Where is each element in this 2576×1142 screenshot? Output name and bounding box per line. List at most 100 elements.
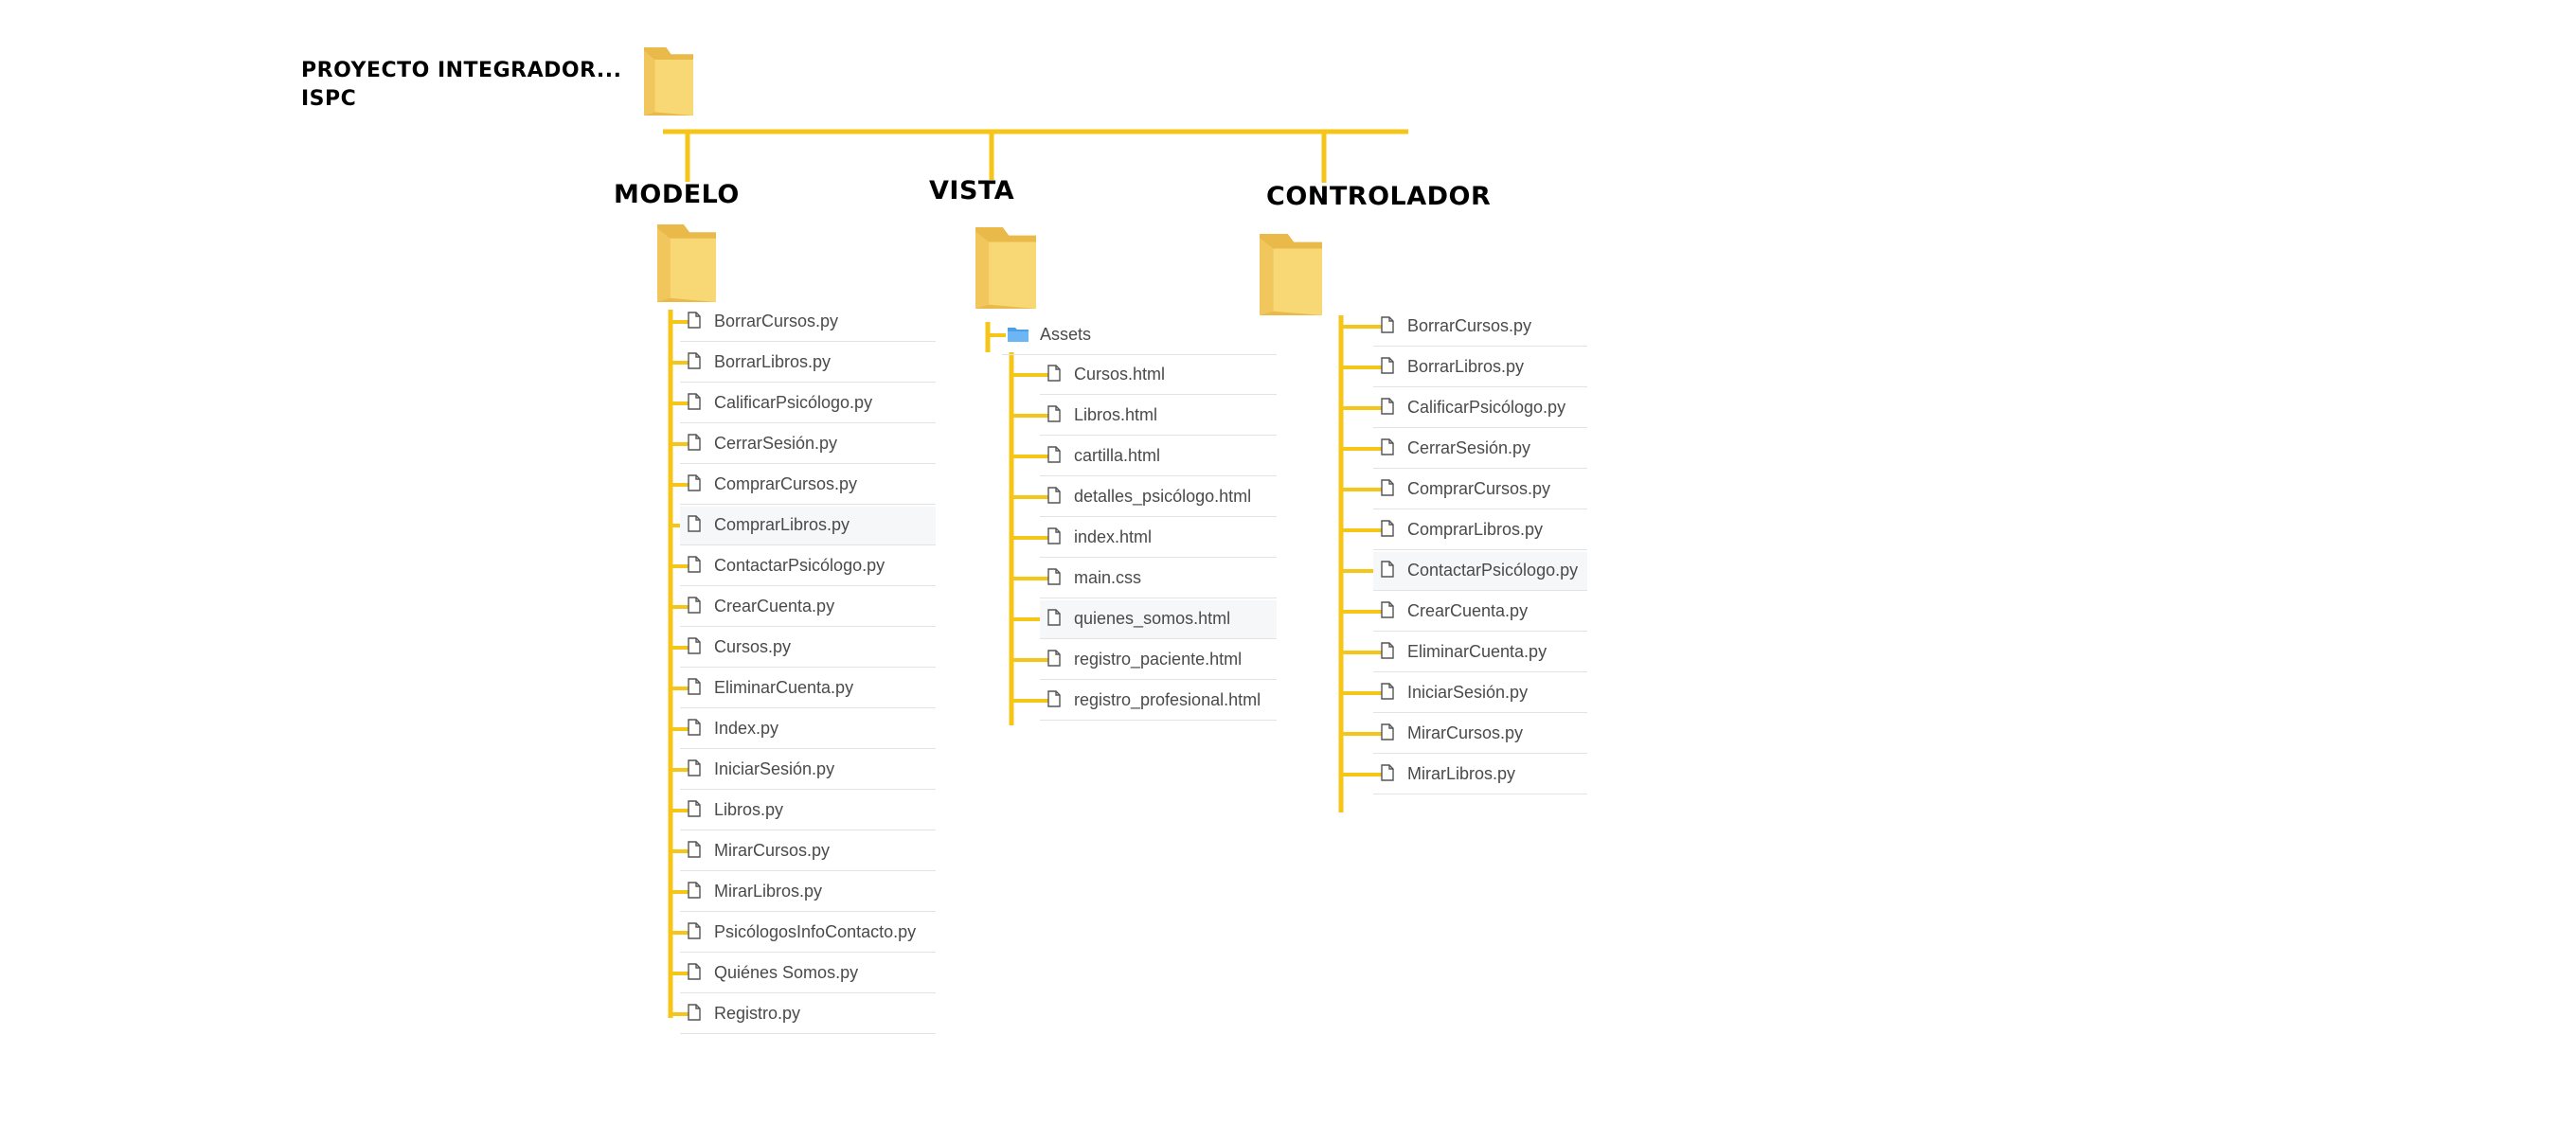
modelo-file-row[interactable]: MirarLibros.py: [680, 873, 936, 912]
file-name: CalificarPsicólogo.py: [1407, 398, 1566, 417]
file-name: Registro.py: [714, 1004, 801, 1023]
modelo-file-row[interactable]: Registro.py: [680, 995, 936, 1034]
file-icon: [688, 556, 701, 573]
file-name: registro_profesional.html: [1074, 690, 1261, 709]
file-icon: [688, 434, 701, 451]
file-icon: [688, 515, 701, 532]
file-name: IniciarSesión.py: [1407, 683, 1529, 702]
modelo-file-row[interactable]: BorrarCursos.py: [680, 303, 936, 342]
modelo-file-row[interactable]: CrearCuenta.py: [680, 588, 936, 627]
vista-file-row[interactable]: registro_profesional.html: [1040, 682, 1277, 721]
file-icon: [1381, 398, 1394, 415]
file-icon: [688, 312, 701, 329]
vista-file-row[interactable]: main.css: [1040, 560, 1277, 598]
project-title: PROYECTO INTEGRADOR... ISPC: [301, 57, 622, 114]
file-name: Cursos.py: [714, 637, 792, 656]
vista-assets-folder-row[interactable]: Assets: [1002, 316, 1277, 355]
file-icon: [1381, 601, 1394, 618]
file-name: Cursos.html: [1074, 365, 1166, 384]
controlador-label: CONTROLADOR: [1266, 182, 1492, 211]
controlador-file-row[interactable]: ComprarCursos.py: [1373, 471, 1587, 509]
file-name: MirarCursos.py: [714, 841, 831, 860]
vista-file-row[interactable]: detalles_psicólogo.html: [1040, 478, 1277, 517]
file-icon: [1381, 642, 1394, 659]
modelo-file-row[interactable]: IniciarSesión.py: [680, 751, 936, 790]
file-name: ContactarPsicólogo.py: [1407, 561, 1579, 580]
file-name: ComprarCursos.py: [714, 474, 858, 493]
controlador-file-row[interactable]: MirarLibros.py: [1373, 756, 1587, 794]
file-icon: [1381, 683, 1394, 700]
vista-file-row[interactable]: quienes_somos.html: [1040, 600, 1277, 639]
controlador-file-row[interactable]: ContactarPsicólogo.py: [1373, 552, 1587, 591]
project-title-line1: PROYECTO INTEGRADOR...: [301, 59, 622, 82]
file-icon: [688, 597, 701, 614]
modelo-file-row[interactable]: ComprarLibros.py: [680, 507, 936, 545]
file-name: CrearCuenta.py: [1407, 601, 1529, 620]
vista-file-row[interactable]: registro_paciente.html: [1040, 641, 1277, 680]
file-name: Libros.py: [714, 800, 784, 819]
file-name: ComprarCursos.py: [1407, 479, 1551, 498]
modelo-file-row[interactable]: Index.py: [680, 710, 936, 749]
file-name: quienes_somos.html: [1074, 609, 1231, 628]
file-name: IniciarSesión.py: [714, 759, 835, 778]
modelo-file-row[interactable]: Quiénes Somos.py: [680, 955, 936, 993]
file-name: registro_paciente.html: [1074, 650, 1243, 669]
file-icon: [688, 800, 701, 817]
modelo-file-row[interactable]: CalificarPsicólogo.py: [680, 384, 936, 423]
modelo-file-row[interactable]: CerrarSesión.py: [680, 425, 936, 464]
project-title-line2: ISPC: [301, 87, 357, 111]
modelo-file-row[interactable]: BorrarLibros.py: [680, 344, 936, 383]
file-name: CrearCuenta.py: [714, 597, 835, 616]
controlador-file-row[interactable]: ComprarLibros.py: [1373, 511, 1587, 550]
file-icon: [1381, 316, 1394, 333]
file-icon: [1047, 405, 1061, 422]
controlador-file-row[interactable]: IniciarSesión.py: [1373, 674, 1587, 713]
file-icon: [688, 882, 701, 899]
vista-file-row[interactable]: cartilla.html: [1040, 437, 1277, 476]
file-name: CalificarPsicólogo.py: [714, 393, 873, 412]
modelo-file-row[interactable]: Libros.py: [680, 792, 936, 830]
file-name: MirarLibros.py: [1407, 764, 1516, 783]
controlador-file-row[interactable]: MirarCursos.py: [1373, 715, 1587, 754]
file-name: MirarLibros.py: [714, 882, 823, 901]
file-name: ComprarLibros.py: [714, 515, 850, 534]
file-name: CerrarSesión.py: [714, 434, 838, 453]
controlador-file-row[interactable]: CrearCuenta.py: [1373, 593, 1587, 632]
file-icon: [1381, 764, 1394, 781]
file-name: CerrarSesión.py: [1407, 438, 1531, 457]
vista-file-row[interactable]: Cursos.html: [1040, 356, 1277, 395]
modelo-file-row[interactable]: ComprarCursos.py: [680, 466, 936, 505]
file-name: detalles_psicólogo.html: [1074, 487, 1252, 506]
file-icon: [1047, 487, 1061, 504]
file-icon: [688, 719, 701, 736]
controlador-file-row[interactable]: CalificarPsicólogo.py: [1373, 389, 1587, 428]
file-name: BorrarCursos.py: [714, 312, 839, 330]
controlador-file-row[interactable]: EliminarCuenta.py: [1373, 633, 1587, 672]
controlador-file-row[interactable]: BorrarCursos.py: [1373, 308, 1587, 347]
file-name: ContactarPsicólogo.py: [714, 556, 886, 575]
file-icon: [1381, 723, 1394, 741]
modelo-file-row[interactable]: PsicólogosInfoContacto.py: [680, 914, 936, 953]
controlador-file-row[interactable]: CerrarSesión.py: [1373, 430, 1587, 469]
file-icon: [688, 922, 701, 939]
file-icon: [688, 678, 701, 695]
file-icon: [1047, 365, 1061, 382]
file-icon: [1381, 479, 1394, 496]
modelo-file-row[interactable]: MirarCursos.py: [680, 832, 936, 871]
file-name: BorrarLibros.py: [1407, 357, 1525, 376]
controlador-file-row[interactable]: BorrarLibros.py: [1373, 348, 1587, 387]
vista-file-row[interactable]: Libros.html: [1040, 397, 1277, 436]
root-folder-icon: [644, 47, 693, 116]
file-icon: [1047, 446, 1061, 463]
vista-file-row[interactable]: index.html: [1040, 519, 1277, 558]
modelo-file-row[interactable]: Cursos.py: [680, 629, 936, 668]
file-icon: [688, 963, 701, 980]
file-name: PsicólogosInfoContacto.py: [714, 922, 917, 941]
file-icon: [688, 474, 701, 491]
modelo-file-row[interactable]: EliminarCuenta.py: [680, 669, 936, 708]
modelo-file-row[interactable]: ContactarPsicólogo.py: [680, 547, 936, 586]
modelo-label: MODELO: [614, 180, 740, 209]
file-name: EliminarCuenta.py: [714, 678, 854, 697]
